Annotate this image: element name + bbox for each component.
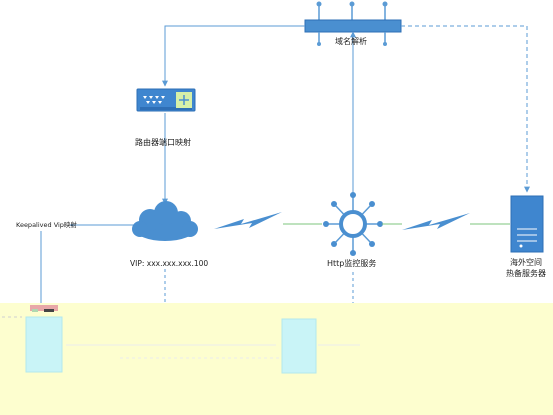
router-label: 路由器端口映射 [135, 138, 191, 147]
lightning-bolt-icon-left [214, 212, 282, 229]
backup-server-label-line2: 热备服务器 [506, 269, 546, 278]
lightning-bolt-icon-right [402, 213, 470, 230]
backup-server-icon [510, 195, 544, 253]
cloud-icon [132, 201, 198, 241]
lower-faded-elements [2, 305, 360, 374]
http-monitor-icon [323, 192, 383, 256]
http-monitor-label: Http监控服务 [327, 259, 377, 268]
dns-to-backup-dashed-connector [401, 25, 530, 193]
vip-label: VIP: xxx.xxx.xxx.100 [130, 259, 209, 268]
dns-label: 域名解析 [335, 37, 367, 46]
router-icon [136, 88, 196, 112]
lower-right-server-icon [281, 318, 317, 374]
lower-highlight-band [0, 303, 553, 415]
keepalived-connector [40, 224, 134, 303]
keepalived-label: Keepalived Vip映射 [16, 221, 77, 229]
lower-left-server-icon [2, 305, 63, 373]
dns-to-router-connector [162, 25, 305, 87]
backup-server-label-line1: 海外空间 [510, 258, 542, 267]
